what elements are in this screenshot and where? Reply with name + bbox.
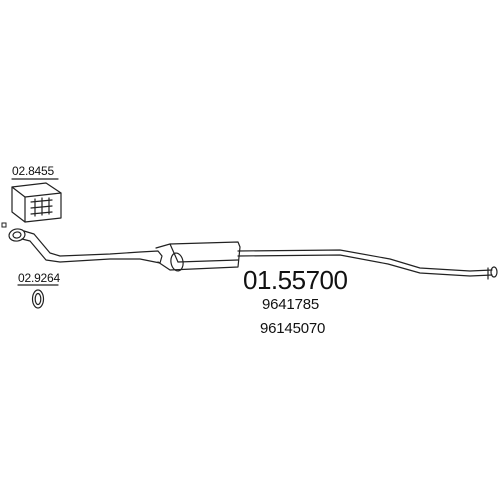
clamp-kit-code: 02.8455 (12, 164, 54, 178)
flange-marker (1, 222, 7, 228)
front-pipe (21, 230, 163, 264)
main-part-number: 01.55700 (243, 265, 348, 295)
oem-reference-1: 9641785 (262, 296, 319, 313)
parts-box-icon (11, 182, 62, 223)
gasket-code: 02.9264 (18, 271, 60, 285)
middle-muffler (155, 241, 241, 272)
rear-pipe (237, 249, 493, 277)
ring-gasket-icon (31, 289, 45, 309)
inlet-flange (8, 228, 26, 242)
oem-reference-2: 96145070 (260, 320, 326, 337)
tail-pipe-end (487, 266, 498, 280)
